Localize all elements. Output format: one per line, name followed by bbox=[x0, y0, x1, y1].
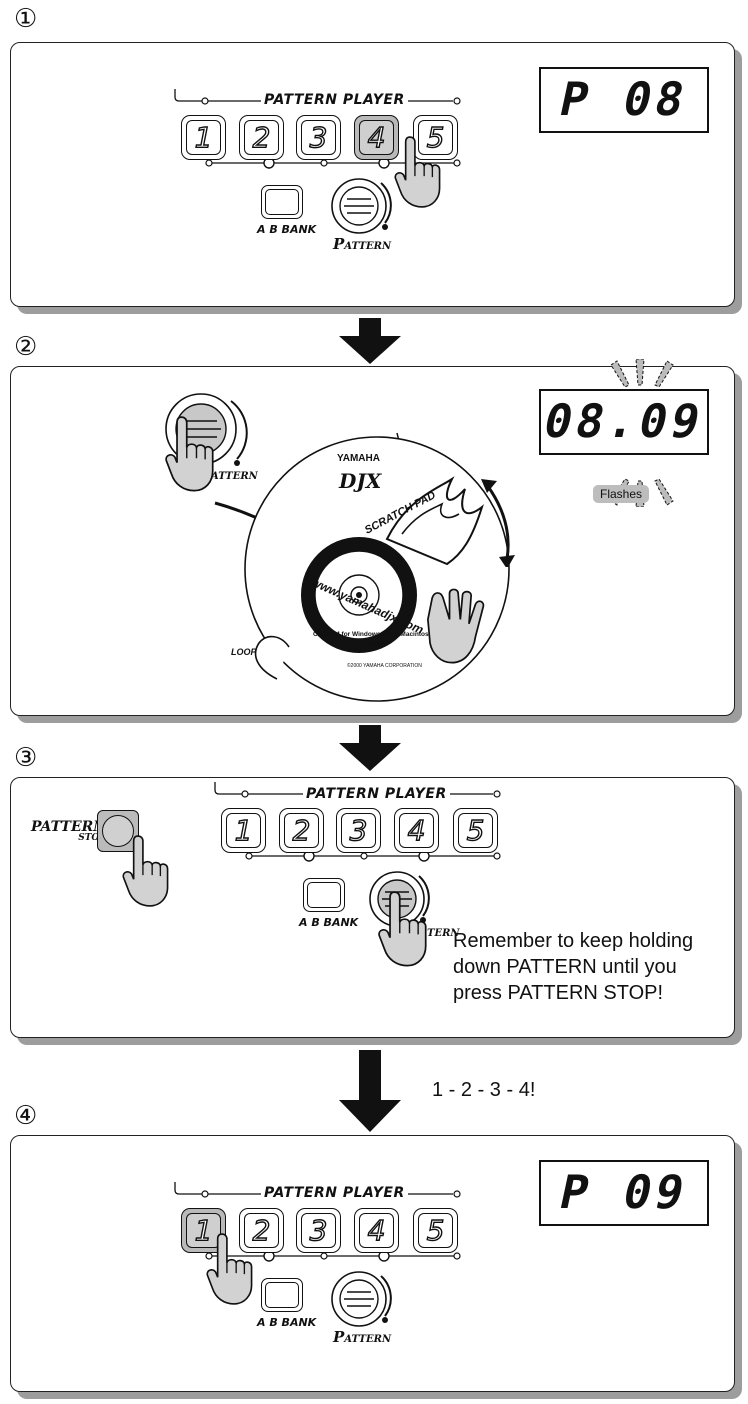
bank-button[interactable] bbox=[261, 185, 303, 219]
disc-corp: ©2000 YAMAHA CORPORATION bbox=[347, 663, 422, 669]
pad-1[interactable]: 1 bbox=[181, 115, 226, 160]
hand-pointer-icon bbox=[378, 891, 427, 967]
pad-4[interactable]: 4 bbox=[354, 1208, 399, 1253]
count-text: 1 - 2 - 3 - 4! bbox=[432, 1079, 536, 1101]
pattern-player-label: PATTERN PLAYER bbox=[303, 786, 450, 802]
step-2-panel: 08.09 Flashes ATTERN bbox=[10, 359, 735, 716]
down-arrow-2 bbox=[339, 725, 401, 771]
pattern-player-label: PATTERN PLAYER bbox=[261, 1185, 408, 1201]
pattern-label: PATTERN bbox=[333, 1328, 392, 1346]
step-number-3: ③ bbox=[14, 743, 38, 773]
bank-button[interactable] bbox=[261, 1278, 303, 1312]
pad-2[interactable]: 2 bbox=[239, 115, 284, 160]
pattern-label-cut: ATTERN bbox=[211, 471, 258, 482]
step-4-panel: P 09 PATTERN PLAYER 1 2 3 4 5 A B BANK P… bbox=[10, 1135, 735, 1392]
bank-button[interactable] bbox=[303, 878, 345, 912]
pad-2[interactable]: 2 bbox=[239, 1208, 284, 1253]
pad-2[interactable]: 2 bbox=[279, 808, 324, 853]
pad-3[interactable]: 3 bbox=[296, 1208, 341, 1253]
pad-3[interactable]: 3 bbox=[296, 115, 341, 160]
pad-4[interactable]: 4 bbox=[354, 115, 399, 160]
bank-label: A B BANK bbox=[257, 1316, 317, 1329]
step-number-4: ④ bbox=[14, 1101, 38, 1131]
display-text: P 09 bbox=[554, 1164, 694, 1219]
step-number-2: ② bbox=[14, 332, 38, 362]
pattern-button[interactable] bbox=[327, 173, 407, 243]
pattern-label: PATTERN bbox=[333, 235, 392, 253]
pattern-label-cut: TERN bbox=[427, 928, 460, 939]
disc-cdrom-text: CD-ROM for Windows® and Macintosh® bbox=[313, 631, 438, 638]
pad-5[interactable]: 5 bbox=[413, 115, 458, 160]
display-step-2: 08.09 bbox=[539, 389, 709, 455]
pattern-player-label: PATTERN PLAYER bbox=[261, 92, 408, 108]
down-arrow-1 bbox=[339, 318, 401, 364]
display-text: P 08 bbox=[554, 71, 694, 126]
disc-brand: YAMAHA bbox=[337, 453, 380, 464]
pad-3[interactable]: 3 bbox=[336, 808, 381, 853]
display-step-4: P 09 bbox=[539, 1160, 709, 1226]
display-step-1: P 08 bbox=[539, 67, 709, 133]
pad-4[interactable]: 4 bbox=[394, 808, 439, 853]
hand-pointer-icon bbox=[122, 835, 169, 907]
rotate-arrow-icon bbox=[481, 479, 515, 567]
pattern-button[interactable] bbox=[327, 1266, 407, 1336]
hold-note: Remember to keep holding down PATTERN un… bbox=[453, 930, 694, 1004]
loop-label: LOOP bbox=[231, 647, 257, 657]
step-1-panel: P 08 PATTERN PLAYER 1 2 3 4 5 A B BANK P… bbox=[10, 42, 735, 307]
disc-code: XY93740 bbox=[361, 641, 382, 647]
bank-label: A B BANK bbox=[257, 223, 317, 236]
pattern-stop-button[interactable] bbox=[97, 810, 139, 852]
pattern-player-frame bbox=[214, 782, 501, 862]
flashes-label: Flashes bbox=[593, 485, 650, 503]
pad-5[interactable]: 5 bbox=[453, 808, 498, 853]
disc-logo: DJX bbox=[339, 469, 382, 493]
bank-label: A B BANK bbox=[299, 916, 359, 929]
down-arrow-3 bbox=[339, 1050, 401, 1132]
hand-pointer-icon bbox=[165, 416, 214, 492]
pad-5[interactable]: 5 bbox=[413, 1208, 458, 1253]
pad-1[interactable]: 1 bbox=[181, 1208, 226, 1253]
hand-scratch-icon bbox=[427, 588, 485, 664]
step-number-1: ① bbox=[14, 4, 38, 34]
pad-1[interactable]: 1 bbox=[221, 808, 266, 853]
